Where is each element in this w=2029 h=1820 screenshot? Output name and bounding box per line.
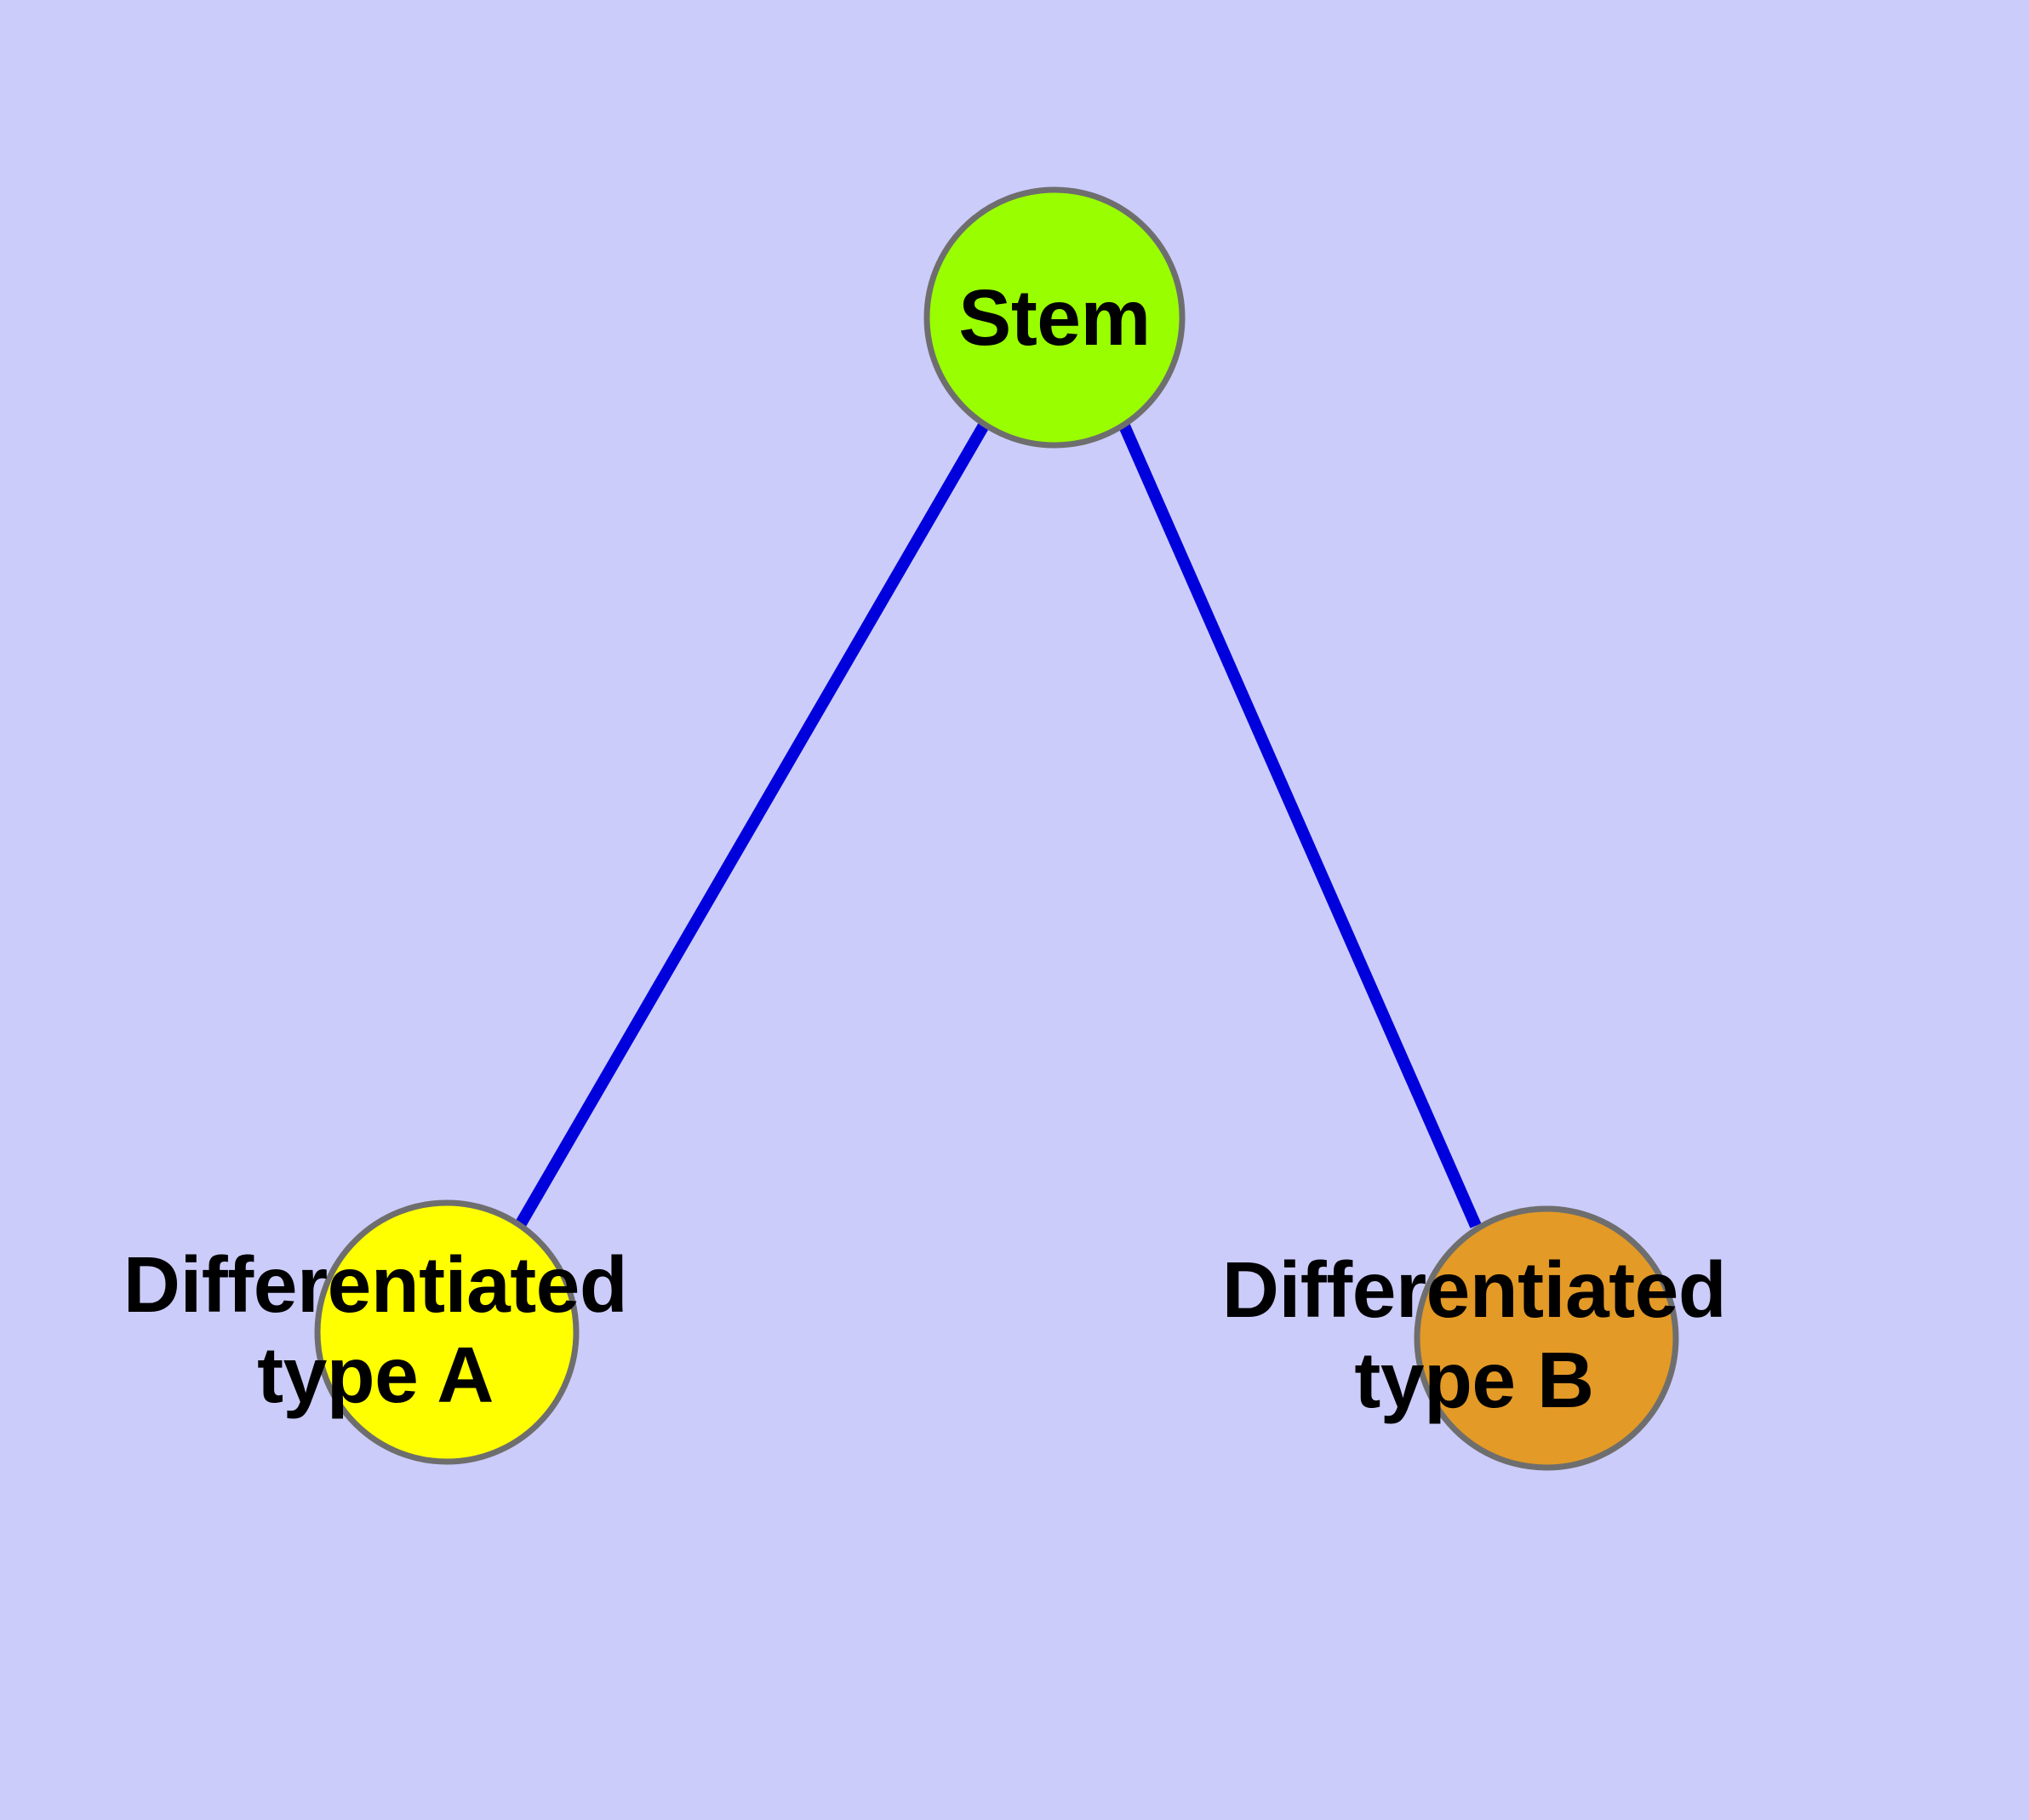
graph-node-stem[interactable] (923, 186, 1186, 449)
graph-node-diff-a[interactable] (314, 1199, 580, 1465)
graph-node-diff-b[interactable] (1414, 1205, 1679, 1471)
nodes-layer (314, 186, 1679, 1471)
edges-layer (514, 421, 1482, 1228)
graph-edge[interactable] (1117, 421, 1482, 1228)
graph-edge[interactable] (514, 421, 991, 1228)
